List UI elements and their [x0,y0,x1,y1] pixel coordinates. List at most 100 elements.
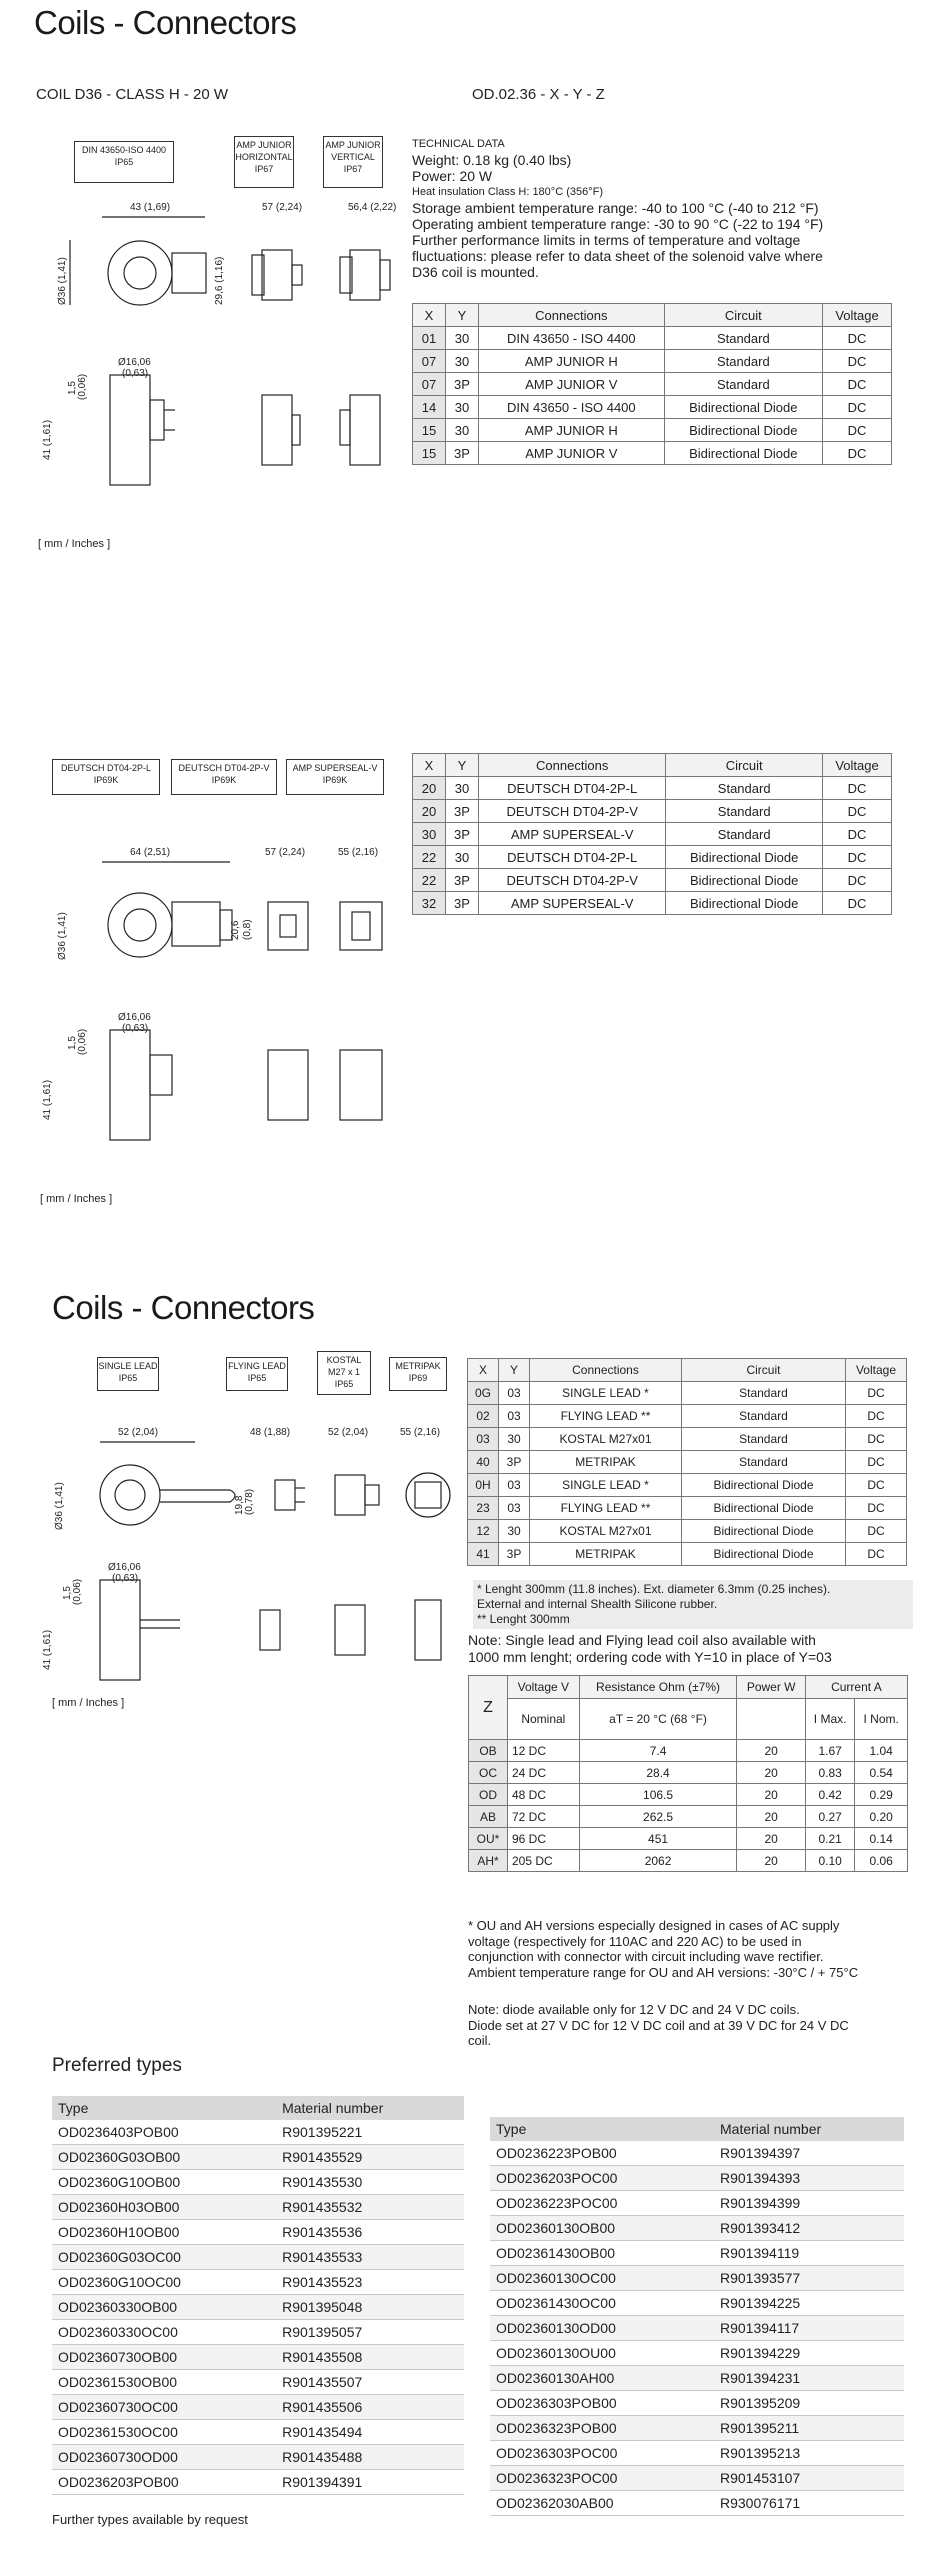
dim-label: 20,6 [230,920,241,940]
cell-imax: 1.67 [804,1739,856,1762]
sub-header-temp: aT = 20 °C (68 °F) [578,1698,738,1740]
dim-label: (0,06) [77,1029,88,1055]
sub-header-inom: I Nom. [854,1698,908,1740]
cell-x: 23 [467,1496,499,1520]
cell-material-number: R930076171 [714,2490,904,2516]
dim-label: 57 (2,24) [262,202,302,213]
cell-circuit: Bidirectional Diode [680,1496,847,1520]
col-header-resistance: Resistance Ohm (±7%) [578,1675,738,1699]
cell-circuit: Bidirectional Diode [663,395,824,419]
cell-type: OD02361530OC00 [52,2419,277,2445]
ac-note-4: Ambient temperature range for OU and AH … [468,1964,859,1980]
col-header: X [467,1358,499,1382]
cell-connection: KOSTAL M27x01 [529,1519,682,1543]
cell-type: OD02360330OB00 [52,2294,277,2320]
col-header-material: Material number [276,2096,464,2120]
dim-label: 52 (2,04) [118,1427,158,1438]
cell-circuit: Standard [680,1404,847,1428]
cell-type: OD0236203POC00 [490,2165,714,2191]
cell-voltage: DC [845,1450,907,1474]
cell-type: OD02361430OB00 [490,2240,714,2266]
cell-circuit: Bidirectional Diode [680,1473,847,1497]
footnote-block: * Lenght 300mm (11.8 inches). Ext. diame… [473,1580,913,1629]
coil-drawing-2: 64 (2,51) Ø36 (1,41) 20,6 (0,8) 57 (2,24… [42,847,383,1141]
dim-label: (0,8) [242,919,253,940]
cell-material-number: R901394393 [714,2165,904,2191]
dim-label: (0,06) [77,374,88,400]
cell-connection: AMP JUNIOR H [478,349,665,373]
cell-material-number: R901435508 [276,2344,464,2370]
cell-y: 30 [445,845,479,869]
cell-imax: 0.27 [804,1805,856,1828]
dim-label: 57 (2,24) [265,847,305,858]
cell-x: 40 [467,1450,499,1474]
cell-inom: 0.20 [854,1805,908,1828]
cell-inom: 0.29 [854,1783,908,1806]
cell-x: 01 [412,326,446,350]
technical-data: TECHNICAL DATA Weight: 0.18 kg (0.40 lbs… [412,136,932,280]
cell-circuit: Standard [665,776,823,800]
diode-note-1: Note: diode available only for 12 V DC a… [468,2002,800,2017]
units-label: [ mm / Inches ] [38,538,111,550]
cell-voltage: 12 DC [507,1739,580,1762]
cell-y: 30 [498,1519,530,1543]
cell-inom: 0.54 [854,1761,908,1784]
cell-power: 20 [736,1849,806,1872]
col-header: Connections [478,303,665,327]
tech-further-1: Further performance limits in terms of t… [412,232,801,248]
units-label: [ mm / Inches ] [40,1193,113,1205]
col-header: Voltage [845,1358,907,1382]
col-header: X [412,303,446,327]
cell-connection: DEUTSCH DT04-2P-L [477,776,667,800]
cell-circuit: Standard [665,822,823,846]
dim-label: 48 (1,88) [250,1427,290,1438]
cell-y: 30 [445,418,479,442]
units-text: mm / Inches [44,538,105,550]
cell-y: 3P [445,868,479,892]
cell-y: 3P [445,441,479,465]
cell-type: OD0236303POC00 [490,2440,714,2466]
cell-voltage: DC [822,395,892,419]
tech-operating: Operating ambient temperature range: -30… [412,216,824,232]
cell-material-number: R901394229 [714,2340,904,2366]
dim-label: 41 (1,61) [42,420,53,460]
cell-material-number: R901393412 [714,2215,904,2241]
col-header: Y [445,753,479,777]
cell-material-number: R901394225 [714,2290,904,2316]
col-header: Voltage [822,303,892,327]
cell-circuit: Standard [665,799,823,823]
cell-type: OD02361530OB00 [52,2369,277,2395]
col-header-type: Type [52,2096,277,2120]
cell-x: 03 [467,1427,499,1451]
cell-connection: DIN 43650 - ISO 4400 [478,326,665,350]
cell-inom: 1.04 [854,1739,908,1762]
cell-y: 3P [445,822,479,846]
cell-material-number: R901435494 [276,2419,464,2445]
cell-material-number: R901394117 [714,2315,904,2341]
cell-y: 3P [445,372,479,396]
dim-label: 55 (2,16) [338,847,378,858]
cell-connection: AMP SUPERSEAL-V [477,822,667,846]
cell-imax: 0.21 [804,1827,856,1850]
cell-y: 30 [445,326,479,350]
cell-material-number: R901435536 [276,2219,464,2245]
cell-voltage: DC [845,1381,907,1405]
